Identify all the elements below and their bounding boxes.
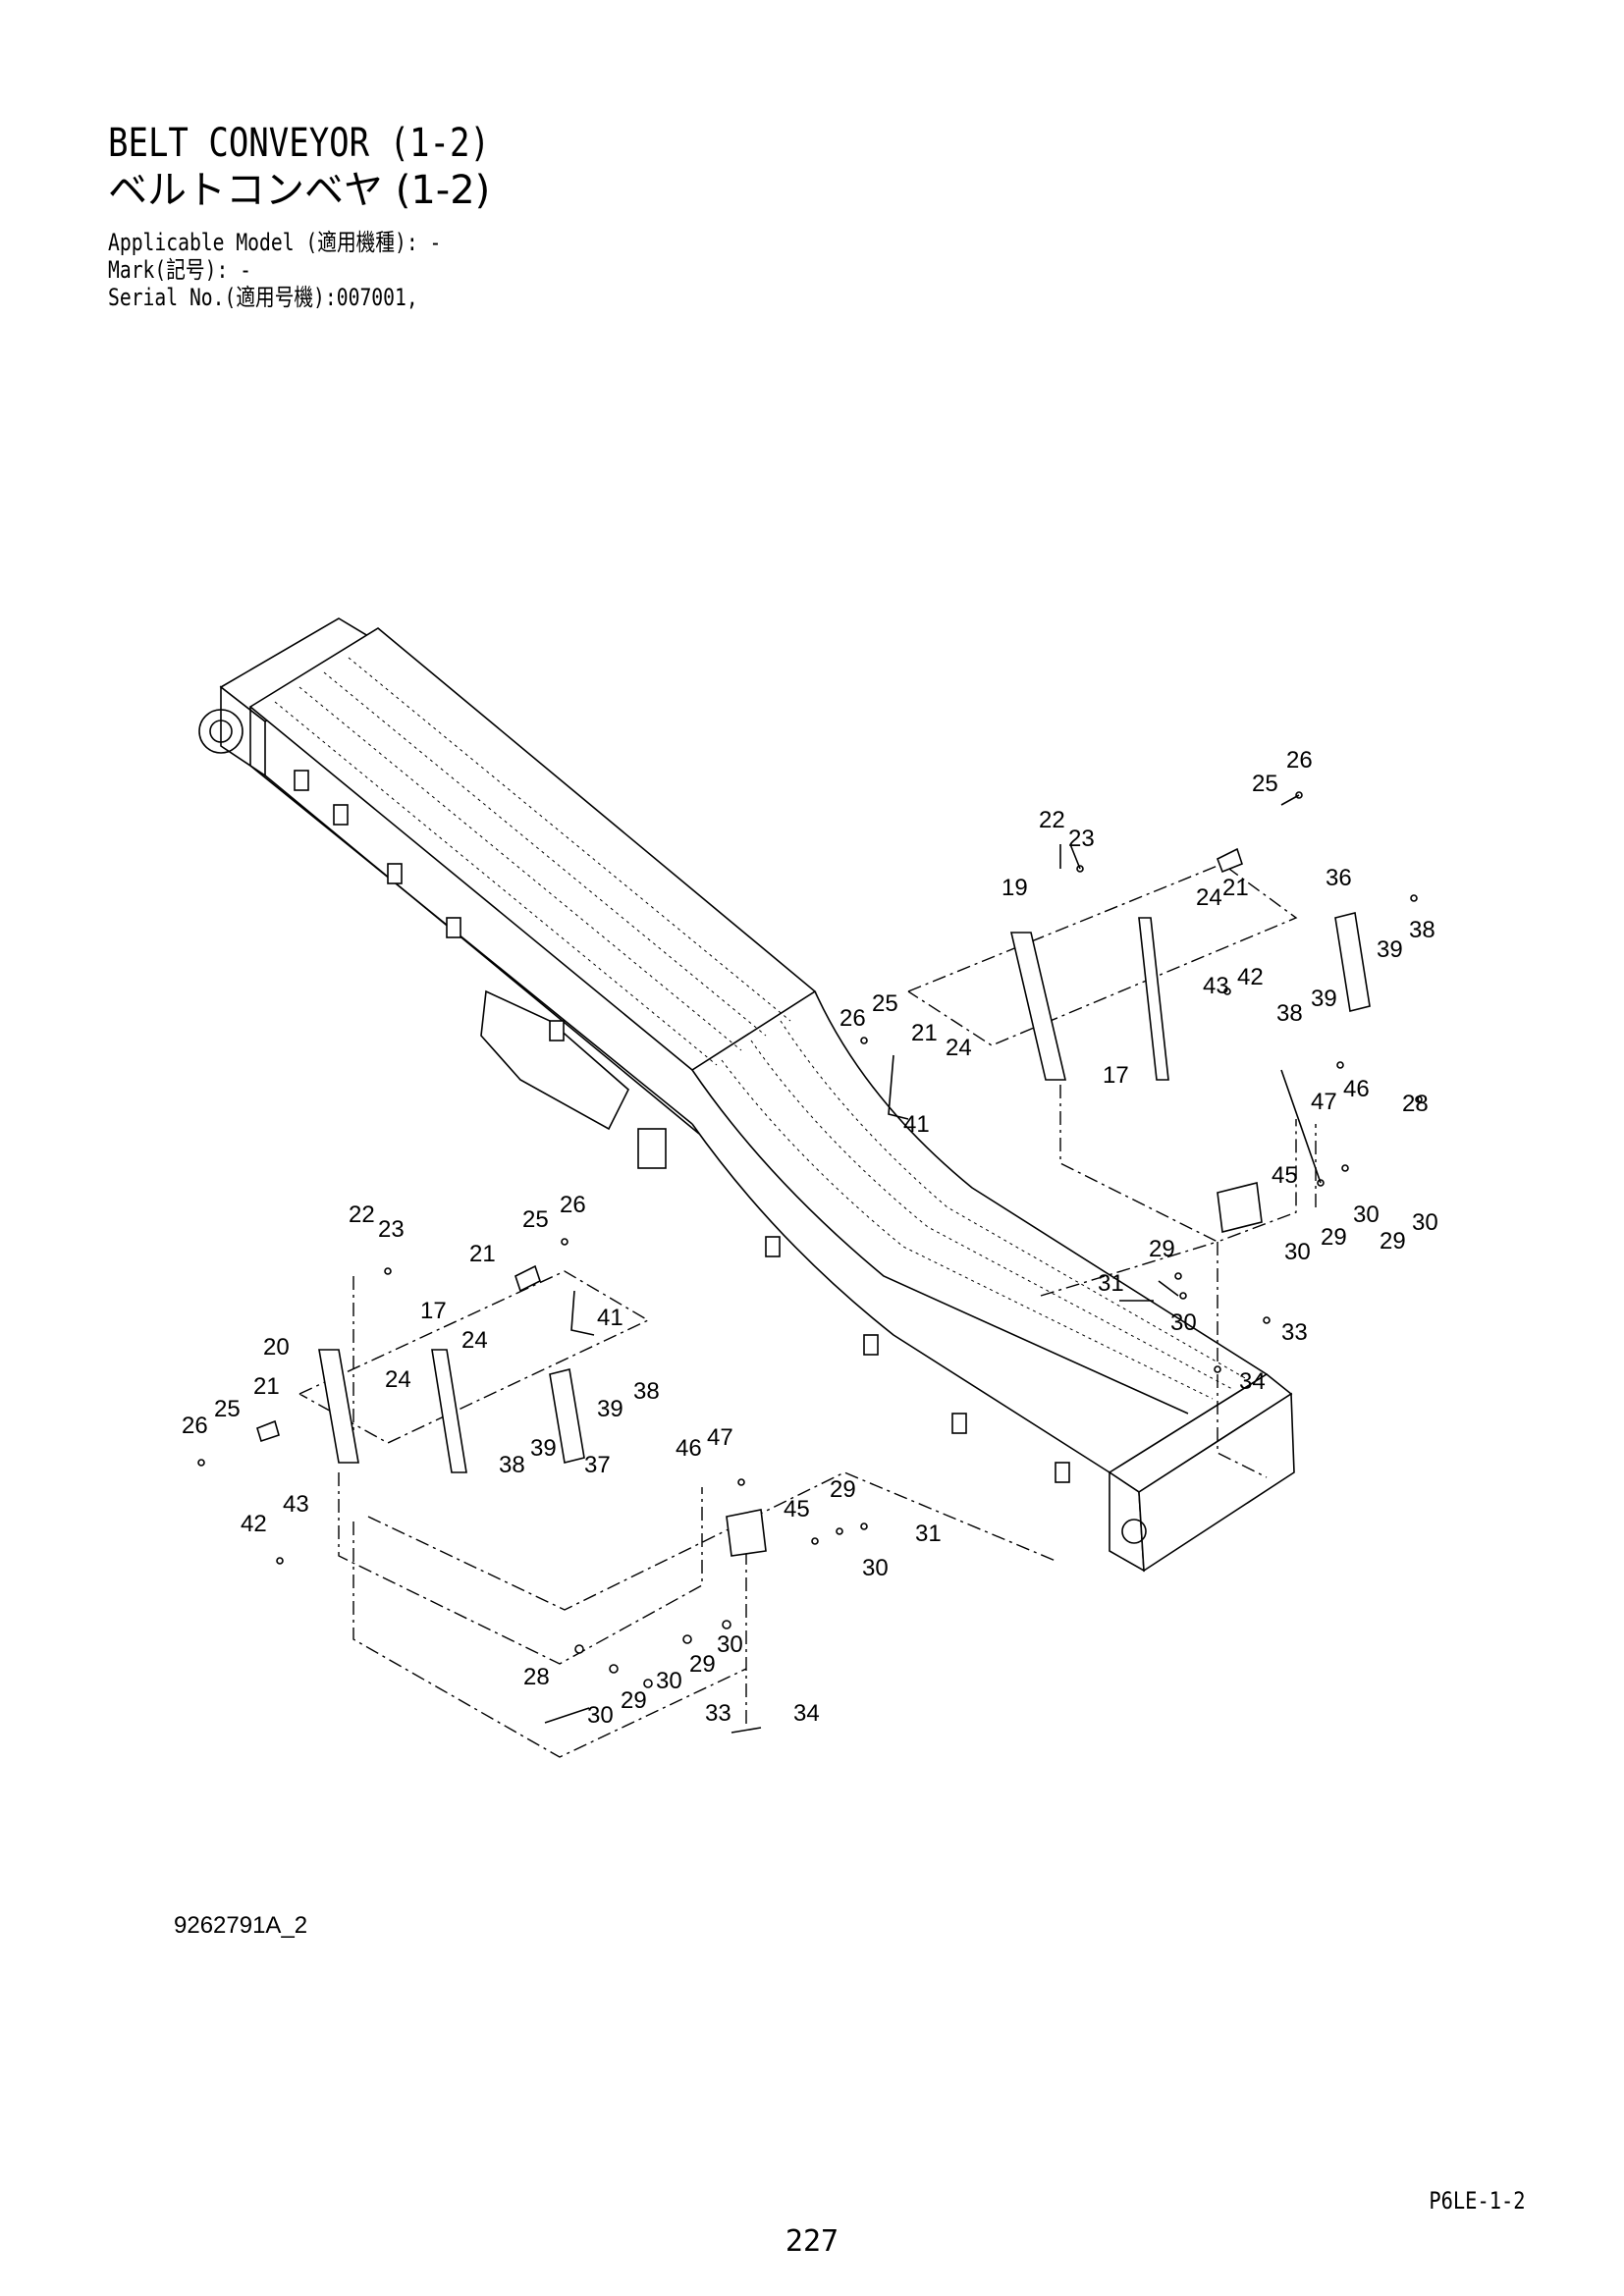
callout-label: 43 [283,1491,309,1518]
callout-label: 17 [1103,1062,1129,1089]
callout-label: 46 [1343,1076,1370,1102]
callouts-right: 26 25 22 23 24 21 19 36 38 39 38 39 43 4… [839,747,1438,1395]
callout-label: 41 [903,1111,930,1138]
callout-label: 33 [1281,1319,1308,1346]
callout-label: 36 [1326,865,1352,891]
callout-label: 21 [253,1373,280,1400]
callout-label: 47 [707,1424,733,1451]
callout-label: 29 [1149,1236,1175,1262]
callout-label: 26 [1286,747,1313,774]
callout-label: 28 [523,1664,550,1690]
callout-label: 46 [676,1435,702,1462]
callout-label: 29 [830,1476,856,1503]
callout-label: 39 [1377,936,1403,963]
callout-label: 26 [182,1413,208,1439]
callout-label: 25 [872,990,898,1017]
left-support-assembly [197,1238,1056,1758]
page-number: 227 [785,2224,839,2259]
callout-label: 21 [911,1020,938,1046]
callout-label: 24 [946,1035,972,1061]
callout-label: 39 [597,1396,623,1422]
callout-label: 21 [469,1241,496,1267]
callout-label: 31 [1098,1270,1124,1297]
callout-label: 42 [1237,964,1264,990]
callout-label: 23 [1068,826,1095,852]
mark: Mark(記号): - [108,256,251,284]
callouts-left: 22 23 25 26 21 41 17 20 24 21 24 38 25 2… [182,1192,942,1729]
applicable-model: Applicable Model (適用機種): - [108,229,442,256]
callout-label: 34 [1239,1368,1266,1395]
callout-label: 28 [1402,1091,1429,1117]
callout-label: 42 [241,1511,267,1537]
title-english: BELT CONVEYOR (1-2) [108,121,490,166]
conveyor-frame [198,617,1295,1573]
callout-label: 45 [1272,1162,1298,1189]
callout-label: 33 [705,1700,731,1727]
callout-label: 34 [793,1700,820,1727]
callout-label: 24 [385,1366,411,1393]
callout-label: 17 [420,1298,447,1324]
callout-label: 38 [499,1452,525,1478]
callout-label: 26 [560,1192,586,1218]
callout-label: 30 [1284,1239,1311,1265]
callout-label: 22 [349,1201,375,1228]
callout-label: 47 [1311,1089,1337,1115]
callout-label: 39 [530,1435,557,1462]
callout-label: 22 [1039,807,1065,833]
right-support-assembly [860,791,1423,1478]
callout-label: 30 [656,1668,682,1694]
callout-label: 25 [1252,771,1278,797]
callout-label: 37 [584,1452,611,1478]
callout-label: 24 [461,1327,488,1354]
serial-number: Serial No.(適用号機):007001, [108,284,418,311]
callout-label: 45 [784,1496,810,1522]
callout-label: 30 [1353,1201,1380,1228]
callout-label: 38 [1409,917,1435,943]
callout-label: 29 [1321,1224,1347,1251]
callout-label: 38 [633,1378,660,1405]
callout-label: 38 [1276,1000,1303,1027]
callout-label: 30 [1170,1309,1197,1336]
callout-label: 30 [862,1555,889,1581]
callout-label: 30 [1412,1209,1438,1236]
callout-label: 41 [597,1305,623,1331]
callout-label: 29 [1380,1228,1406,1255]
title-japanese: ベルトコンベヤ (1-2) [108,168,491,213]
callout-label: 29 [689,1651,716,1678]
callout-label: 43 [1203,973,1229,999]
callout-label: 31 [915,1521,942,1547]
page-code: P6LE-1-2 [1429,2187,1526,2215]
callout-label: 26 [839,1005,866,1032]
callout-label: 24 [1196,884,1222,911]
callout-label: 29 [621,1687,647,1714]
callout-label: 25 [214,1396,241,1422]
callout-label: 23 [378,1216,405,1243]
callout-label: 39 [1311,986,1337,1012]
callout-label: 21 [1222,875,1249,901]
callout-label: 25 [522,1206,549,1233]
drawing-number: 9262791A_2 [174,1912,308,1939]
callout-label: 19 [1001,875,1028,901]
callout-label: 30 [717,1631,743,1658]
callout-label: 20 [263,1334,290,1361]
callout-label: 30 [587,1702,614,1729]
